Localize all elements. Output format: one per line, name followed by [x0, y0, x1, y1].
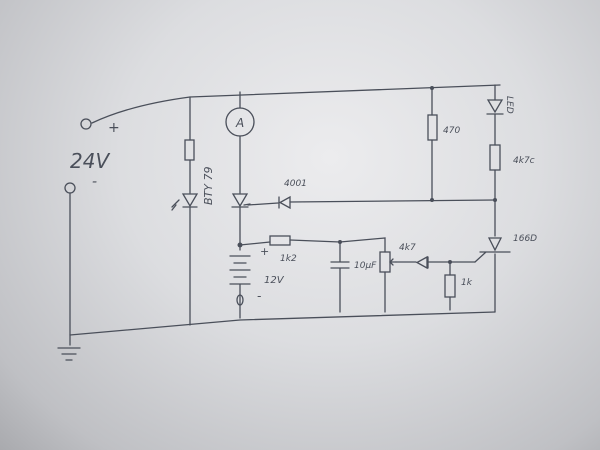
thyristor-label: BTY 79 — [202, 167, 215, 205]
diode-base — [415, 255, 429, 270]
capacitor-label: 10µF — [354, 261, 377, 271]
resistor-1k-label: 1k — [461, 278, 473, 288]
diode-4001 — [278, 195, 291, 210]
supply-minus-label: - — [92, 174, 97, 190]
thyristor-symbol — [231, 193, 251, 208]
resistor-1k2-label: 1k2 — [280, 254, 297, 264]
led-label: LED — [504, 96, 514, 114]
negative-terminal — [64, 182, 76, 194]
diode-4001-label: 4001 — [284, 179, 307, 189]
resistor-1k2 — [269, 235, 291, 246]
led-indicator-left — [171, 193, 199, 211]
transistor-label: 166D — [513, 234, 537, 244]
resistor-4k7c-label: 4k7c — [513, 156, 535, 166]
led-symbol — [486, 99, 504, 115]
battery-voltage-label: 12V — [264, 275, 285, 286]
resistor-4k7c — [489, 144, 501, 171]
top-rail-wire — [91, 84, 501, 124]
ground-symbol — [57, 347, 81, 361]
resistor-470-label: 470 — [443, 126, 460, 136]
battery-minus-label: - — [257, 289, 261, 303]
capacitor-10uf — [330, 241, 350, 313]
transistor-166d — [474, 237, 511, 263]
resistor-1k — [444, 274, 456, 298]
ammeter-symbol — [225, 107, 255, 137]
resistor-led-series — [184, 139, 195, 161]
ammeter-label: A — [235, 116, 244, 130]
battery-symbol — [229, 255, 251, 319]
supply-voltage-label: 24V — [70, 149, 110, 173]
bottom-rail-wire — [69, 311, 496, 336]
potentiometer-label: 4k7 — [399, 243, 416, 253]
positive-terminal — [80, 118, 92, 130]
resistor-470 — [427, 114, 438, 141]
potentiometer-4k7 — [379, 251, 397, 273]
battery-plus-label: + — [260, 245, 269, 258]
supply-plus-label: + — [108, 120, 120, 136]
